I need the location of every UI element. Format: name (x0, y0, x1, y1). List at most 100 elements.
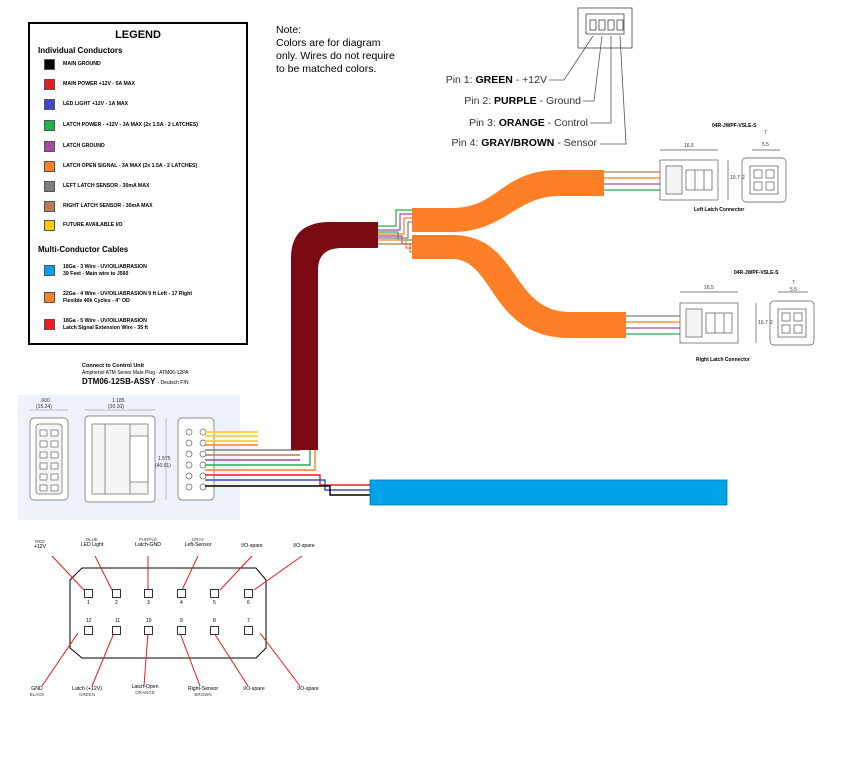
pin-function: Left-Sensor (184, 542, 212, 548)
pin-function: I/O-spare (293, 543, 315, 549)
control-unit-side-view (84, 415, 156, 503)
pin-name: ORANGE (498, 117, 545, 129)
pin-label-1: Pin 1: GREEN - +12V (446, 74, 547, 86)
dim-label: 2 (742, 175, 745, 181)
control-unit-wires (205, 431, 370, 496)
right-latch-connector-drawing (679, 291, 815, 346)
left-connector-wires (604, 171, 660, 191)
top-4pin-connector (577, 7, 633, 49)
pin-number: 1 (87, 600, 90, 606)
legend-label: RIGHT LATCH SENSOR - 30mA MAX (63, 202, 153, 209)
pin-square (210, 589, 219, 598)
note-body: Colors are for diagram only. Wires do no… (276, 37, 395, 75)
pinout-label-5: I/O-spare (232, 543, 272, 549)
dim-label: 5.5 (790, 287, 797, 293)
pinout-label-6: I/O-spare (284, 543, 324, 549)
pin-number: 6 (247, 600, 250, 606)
swatch (44, 78, 55, 90)
pin-number: 12 (86, 618, 92, 624)
pin-name: GRAY/BROWN (481, 137, 555, 149)
wire-color: RED (35, 539, 45, 544)
legend-label: FUTURE AVAILABLE I/O (63, 221, 123, 228)
pin-number: 9 (180, 618, 183, 624)
control-unit-rear-view (177, 417, 215, 501)
legend-item: LATCH POWER - +12V - 3A MAX (2x 1.5A - 2… (44, 118, 198, 132)
pinout-label-1: RED+12V (28, 539, 52, 550)
pin-number: 11 (115, 618, 121, 624)
wire-color: BLUE (86, 537, 98, 542)
dim-label: 16.5 (684, 143, 694, 149)
swatch (44, 140, 55, 152)
pin-function: I/O-spare (297, 686, 319, 692)
cable-line1: 18Ga - 5 Wire - UV/OIL/ABRASION (63, 318, 147, 324)
deutsch-name: DTM06-12SB-ASSY (82, 377, 156, 386)
pin-function: I/O-spare (241, 543, 263, 549)
pin-label-3: Pin 3: ORANGE - Control (469, 117, 588, 129)
wire-color: GRAY (191, 537, 205, 542)
swatch (44, 119, 55, 131)
pin-number: 8 (213, 618, 216, 624)
control-unit-front-view (29, 417, 69, 501)
legend-individual-heading: Individual Conductors (38, 46, 123, 55)
pin-square (144, 626, 153, 635)
legend-label: LATCH OPEN SIGNAL - 3A MAX (2x 1.5A - 2 … (63, 162, 198, 169)
note-heading: Note: (276, 24, 302, 36)
pin-function: GND (31, 686, 43, 692)
left-connector-caption: Left Latch Connector (694, 207, 745, 213)
swatch (44, 180, 55, 192)
wire-color: BLACK (29, 692, 45, 697)
dim-label: .600 (40, 398, 50, 404)
legend-item: MAIN POWER +12V - 5A MAX (44, 77, 135, 91)
swatch (44, 319, 55, 330)
legend-item: LEFT LATCH SENSOR - 30mA MAX (44, 179, 149, 193)
note: Note: Colors are for diagram only. Wires… (276, 24, 396, 76)
pin-num: Pin 2: (464, 95, 492, 107)
pin-function: I/O-spare (243, 686, 265, 692)
pinout-body (69, 567, 267, 659)
deutsch-note: - Deutsch P/N (157, 380, 189, 386)
legend-title: LEGEND (115, 29, 161, 41)
swatch (44, 200, 55, 212)
pin-square (144, 589, 153, 598)
maroon-cable (291, 222, 378, 450)
pin-desc: - +12V (515, 74, 547, 86)
legend-label: MAIN POWER +12V - 5A MAX (63, 80, 136, 87)
pin-function: +12V (33, 544, 47, 550)
cable-item: 22Ga - 4 Wire - UV/OIL/ABRASION 9 ft Lef… (44, 291, 192, 304)
pin-num: Pin 4: (451, 137, 479, 149)
pin-function: Latch (+12V) (72, 686, 102, 692)
dim-label: 16.5 (704, 285, 714, 291)
pin-name: GREEN (475, 74, 513, 86)
pinout-label-11: Latch (+12V)GREEN (62, 686, 112, 697)
left-latch-connector-drawing (659, 149, 787, 203)
right-connector-part: 04R-JWPF-VSLE-S (734, 270, 779, 276)
pinout-callout-lines (41, 555, 303, 687)
left-connector-part: 04R-JWPF-VSLE-S (712, 123, 757, 129)
pin-desc: - Sensor (557, 137, 597, 149)
dimension-lines (30, 409, 167, 500)
wire-color: BROWN (194, 692, 212, 697)
pin-number: 4 (180, 600, 183, 606)
dim-label: (40.01) (155, 463, 171, 469)
pin-square (177, 626, 186, 635)
pin-square (177, 589, 186, 598)
pin-number: 2 (115, 600, 118, 606)
legend-item: LED LIGHT +12V - 1A MAX (44, 97, 128, 111)
legend-label: LED LIGHT +12V - 1A MAX (63, 100, 129, 107)
wire-color: PURPLE (138, 537, 157, 542)
dim-label: 5.5 (762, 142, 769, 148)
cable-line1: 18Ga - 3 Wire - UV/OIL/ABRASION (63, 264, 147, 270)
pin-name: PURPLE (494, 95, 537, 107)
pin-function: Latch-GND (135, 542, 161, 548)
dim-label: 10.7 (758, 320, 768, 326)
swatch (44, 292, 55, 303)
pinout-label-7: I/O-spare (286, 686, 330, 692)
pin-desc: - Ground (539, 95, 581, 107)
cable-line1: 22Ga - 4 Wire - UV/OIL/ABRASION 9 ft Lef… (63, 291, 193, 297)
